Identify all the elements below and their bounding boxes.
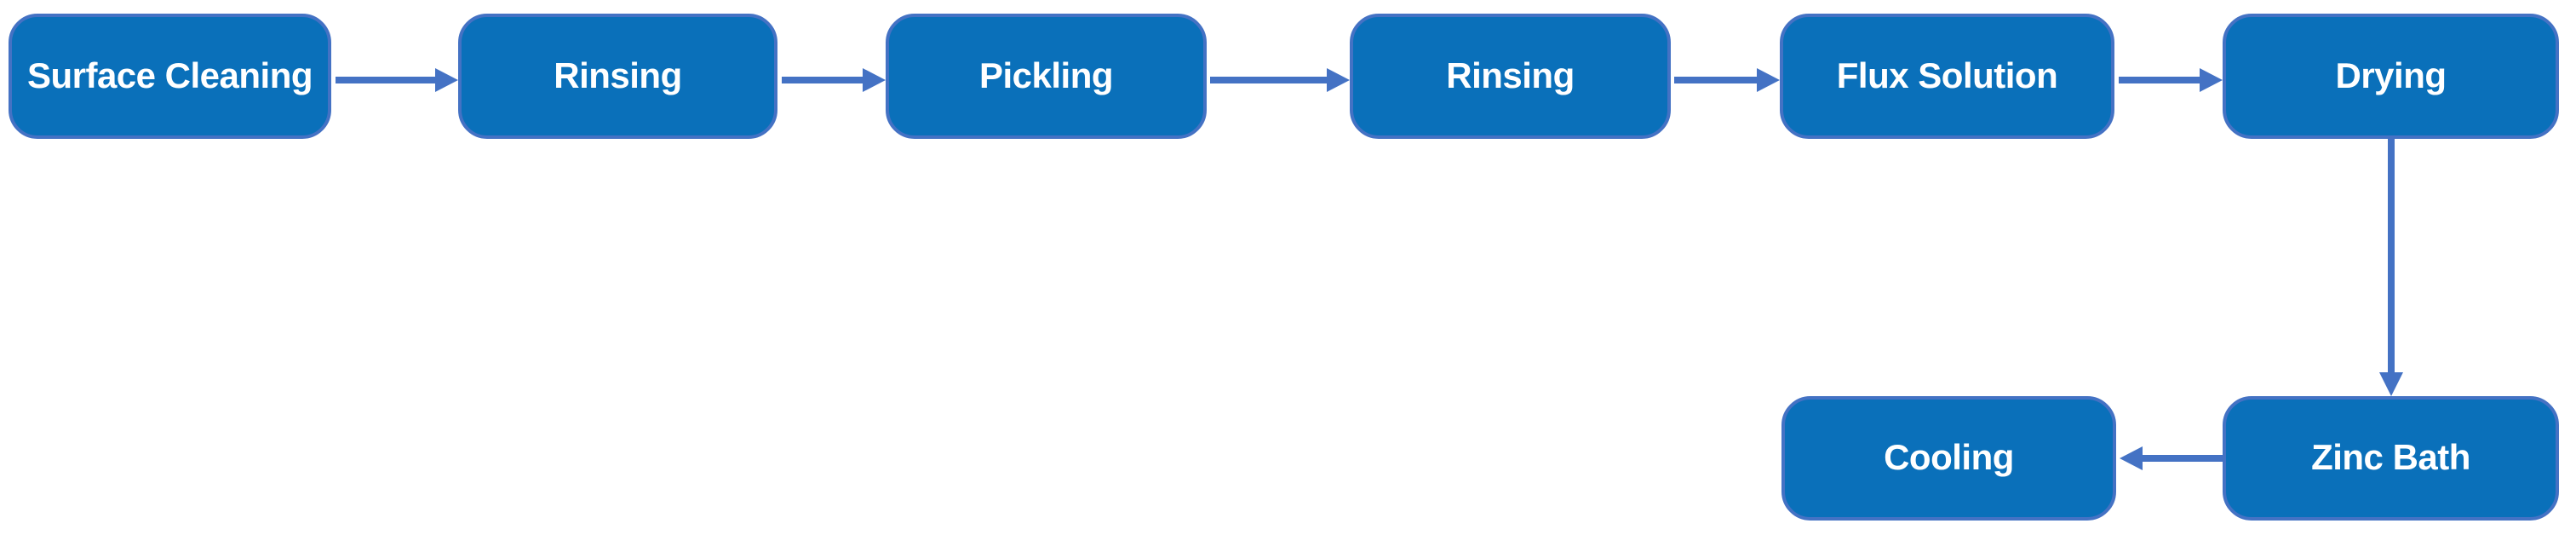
node-label: Zinc Bath: [2311, 437, 2470, 477]
node-label: Surface Cleaning: [26, 55, 313, 95]
arrow-shaft: [1210, 77, 1327, 83]
node-cooling: Cooling: [1781, 396, 2116, 521]
node-surface-cleaning: Surface Cleaning: [9, 14, 331, 139]
node-rinsing-1: Rinsing: [458, 14, 777, 139]
arrow-head-right-icon: [1327, 68, 1350, 92]
arrow-head-down-icon: [2379, 372, 2403, 396]
arrow-rinsing-to-flux-solution: [1674, 68, 1780, 92]
arrow-shaft: [2119, 77, 2200, 83]
arrow-rinsing-to-pickling: [782, 68, 886, 92]
node-label: Pickling: [978, 55, 1114, 95]
node-label: Drying: [2335, 55, 2447, 95]
arrow-head-left-icon: [2120, 446, 2143, 470]
arrow-zinc-bath-to-cooling: [2120, 446, 2223, 470]
node-pickling: Pickling: [886, 14, 1207, 139]
arrow-shaft: [2143, 455, 2223, 462]
arrow-drying-to-zinc-bath: [2379, 139, 2403, 396]
node-label: Cooling: [1884, 437, 2014, 477]
node-label: Rinsing: [1446, 55, 1575, 95]
arrow-head-right-icon: [863, 68, 886, 92]
arrow-shaft: [2388, 139, 2395, 372]
node-label: Flux Solution: [1836, 55, 2058, 95]
arrow-shaft: [336, 77, 435, 83]
arrow-head-right-icon: [1757, 68, 1780, 92]
arrow-flux-solution-to-drying: [2119, 68, 2223, 92]
arrow-shaft: [782, 77, 863, 83]
arrow-shaft: [1674, 77, 1757, 83]
node-label: Rinsing: [554, 55, 682, 95]
arrow-surface-cleaning-to-rinsing: [336, 68, 458, 92]
node-zinc-bath: Zinc Bath: [2223, 396, 2559, 521]
arrow-head-right-icon: [435, 68, 458, 92]
node-rinsing-2: Rinsing: [1350, 14, 1671, 139]
arrow-head-right-icon: [2200, 68, 2223, 92]
node-drying: Drying: [2223, 14, 2559, 139]
node-flux-solution: Flux Solution: [1780, 14, 2114, 139]
arrow-pickling-to-rinsing: [1210, 68, 1350, 92]
